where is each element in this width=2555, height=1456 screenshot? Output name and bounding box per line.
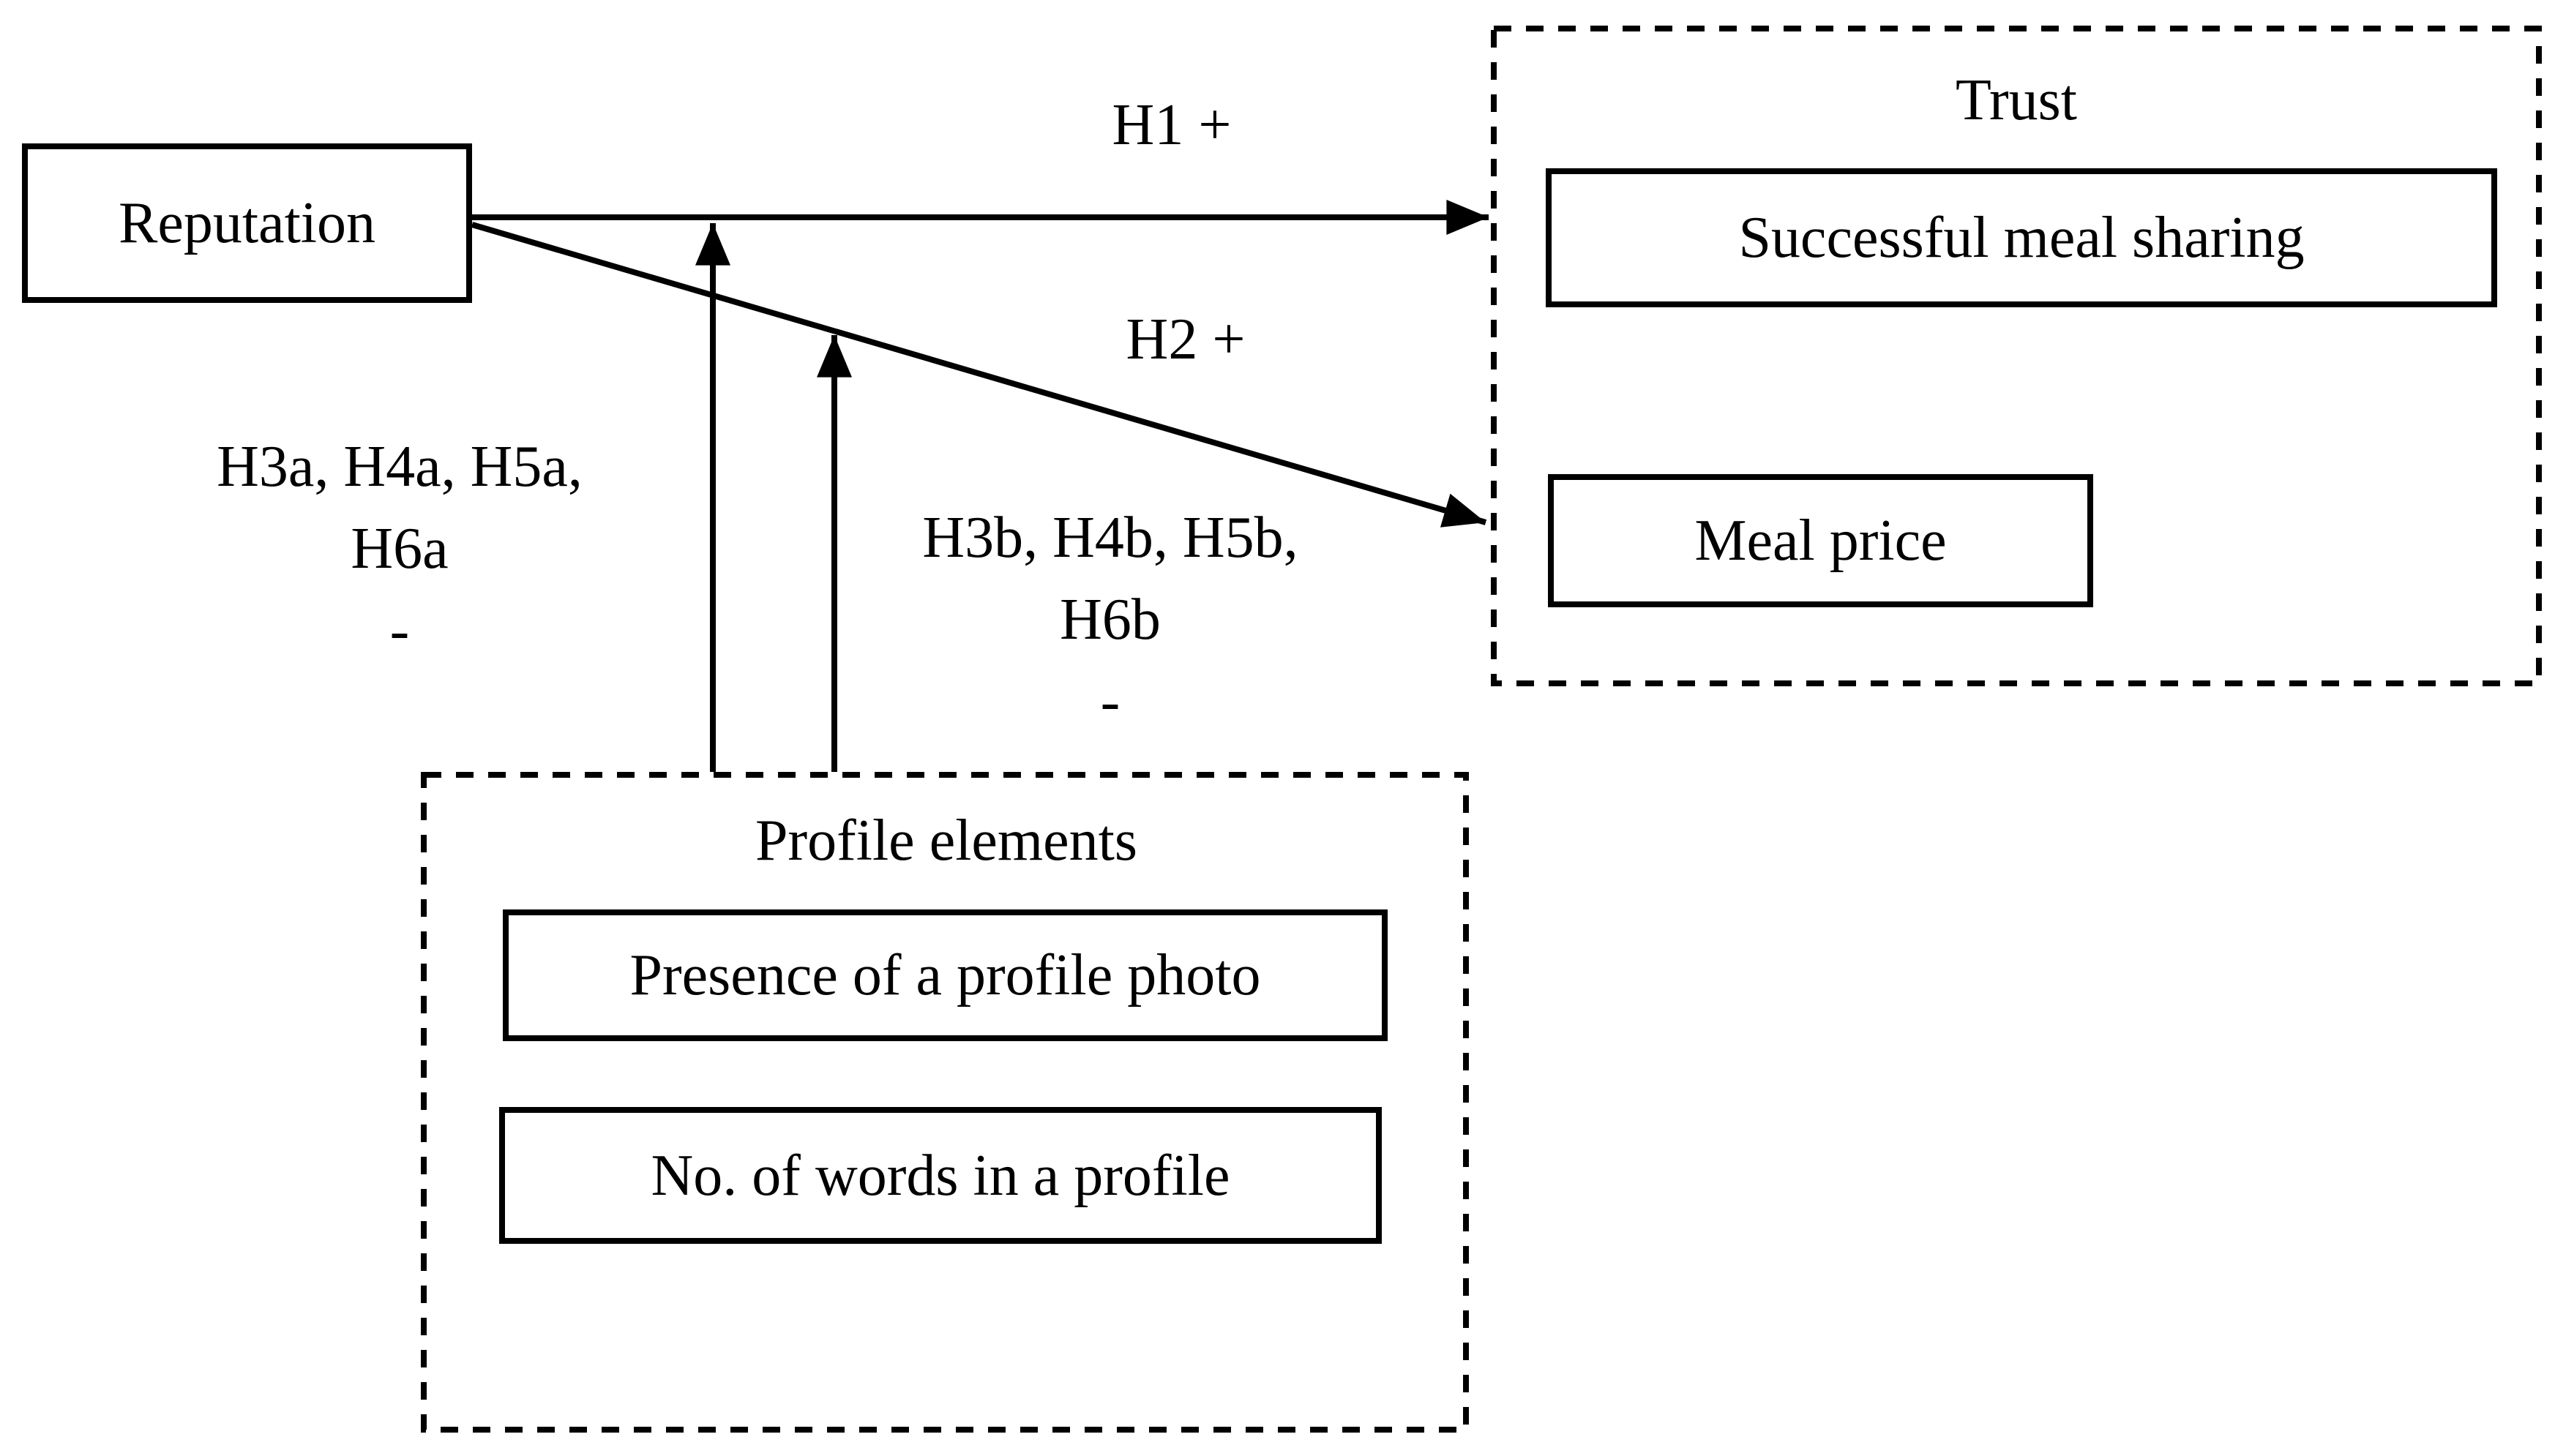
trust-group-box [1491, 26, 2542, 686]
meal-price-node: Meal price [1548, 474, 2093, 607]
trust-group-title: Trust [1955, 68, 2078, 132]
h3a-line1: H3a, H4a, H5a, [217, 435, 583, 499]
profile-photo-node: Presence of a profile photo [503, 909, 1388, 1041]
h3b-line1: H3b, H4b, H5b, [922, 506, 1298, 570]
profile-elements-group-box [421, 772, 1469, 1433]
meal-price-label: Meal price [1694, 509, 1947, 573]
h3a-label-block: H3a, H4a, H5a, H6a - [180, 426, 619, 672]
h1-label: H1 + [1112, 93, 1232, 157]
reputation-node: Reputation [22, 143, 472, 303]
h2-arrow [471, 222, 1487, 528]
h3b-sign: - [1100, 669, 1121, 734]
reputation-label: Reputation [118, 191, 376, 255]
h3b-line2: H6b [1060, 588, 1161, 652]
successful-meal-sharing-node: Successful meal sharing [1546, 168, 2497, 307]
successful-meal-sharing-label: Successful meal sharing [1738, 206, 2305, 270]
h3a-sign: - [389, 598, 410, 663]
words-in-profile-node: No. of words in a profile [499, 1107, 1382, 1244]
words-in-profile-label: No. of words in a profile [651, 1143, 1230, 1208]
h3a-line2: H6a [351, 517, 449, 581]
profile-photo-label: Presence of a profile photo [629, 943, 1261, 1007]
h3b-label-block: H3b, H4b, H5b, H6b - [891, 497, 1330, 743]
h2-label: H2 + [1126, 307, 1246, 372]
profile-elements-group-title: Profile elements [755, 808, 1138, 873]
